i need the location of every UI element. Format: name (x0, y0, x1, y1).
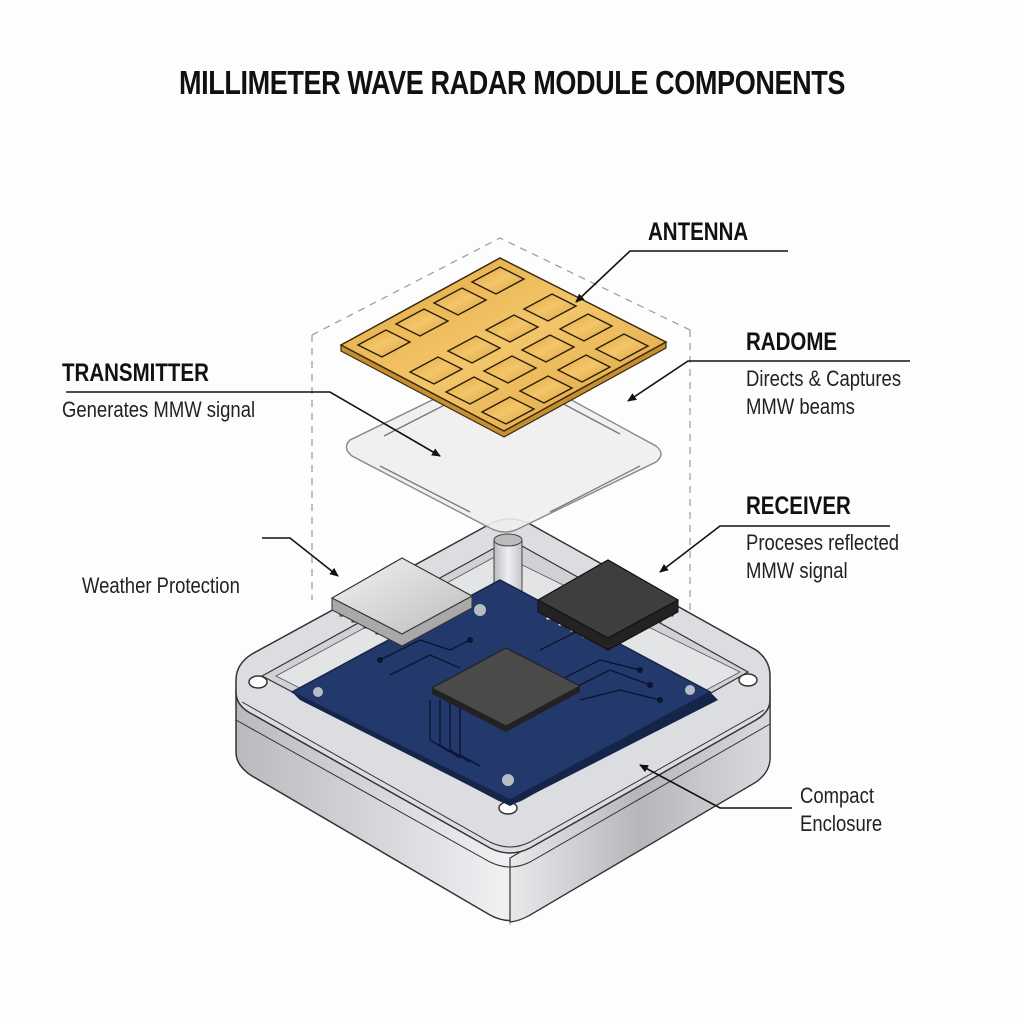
exploded-view-guide (311, 237, 691, 700)
diagram-title: MILLIMETER WAVE RADAR MODULE COMPONENTS (178, 64, 845, 101)
radome-desc-line1: Directs & Captures (746, 366, 902, 391)
receiver-heading: RECEIVER (746, 492, 851, 520)
enclosure-desc-line1: Compact (800, 783, 874, 808)
processor-chip (430, 647, 582, 732)
receiver-desc-line2: MMW signal (746, 558, 848, 583)
radome-label: RADOME Directs & Captures MMW beams (746, 328, 931, 421)
transmitter-label: TRANSMITTER Generates MMW signal (62, 359, 292, 424)
receiver-chip (536, 559, 680, 651)
leader-lines (66, 250, 910, 809)
enclosure-leader (639, 764, 792, 809)
weather-protection-text: Weather Protection (82, 573, 240, 598)
antenna-leader (575, 250, 788, 303)
transmitter-desc: Generates MMW signal (62, 397, 256, 422)
transmitter-chip (330, 557, 474, 647)
antenna-label: ANTENNA (648, 218, 770, 247)
transmitter-leader (66, 391, 441, 457)
radome-leader (627, 360, 910, 402)
enclosure-label: Compact Enclosure (800, 782, 898, 838)
weather-protection-label: Weather Protection (82, 572, 270, 600)
receiver-desc-line1: Proceses reflected (746, 530, 900, 555)
antenna-patches (356, 266, 650, 425)
radome-desc-line2: MMW beams (746, 394, 855, 419)
antenna-heading: ANTENNA (648, 218, 749, 246)
receiver-label: RECEIVER Proceses reflected MMW signal (746, 492, 928, 585)
weather-leader (262, 537, 339, 577)
transmitter-heading: TRANSMITTER (62, 359, 209, 387)
radome-heading: RADOME (746, 328, 838, 356)
enclosure-desc-line2: Enclosure (800, 811, 883, 836)
antenna-array (339, 257, 668, 438)
receiver-leader (659, 525, 890, 573)
